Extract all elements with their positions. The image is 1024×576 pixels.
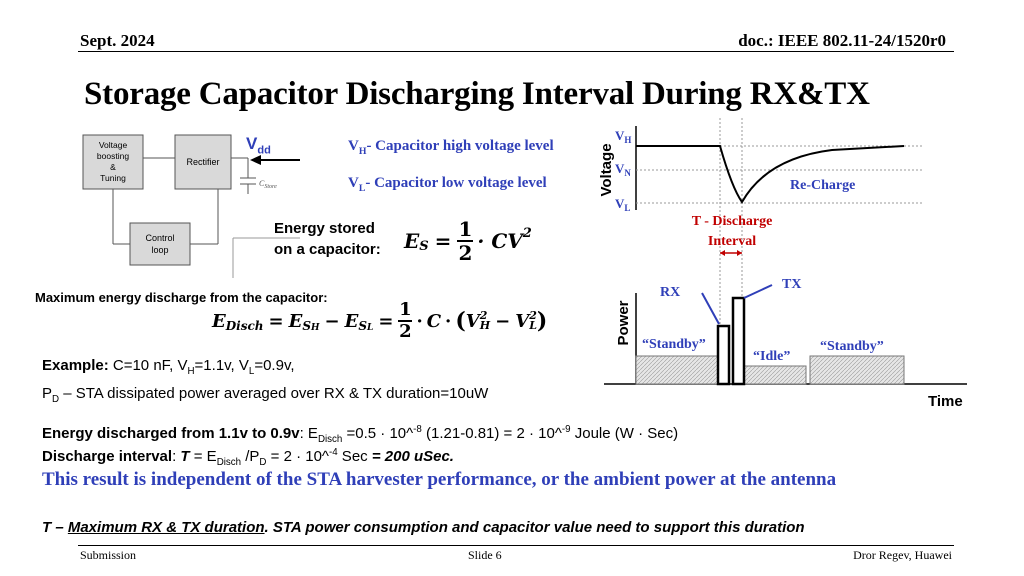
block2-label: Rectifier <box>186 157 219 167</box>
vdd-arrow-head <box>250 155 261 165</box>
footer-author: Dror Regev, Huawei <box>853 548 952 562</box>
circuit-diagram: Voltage boosting & Tuning Rectifier Cont… <box>82 134 300 278</box>
block1-line4: Tuning <box>100 173 126 183</box>
energy-discharged-line: Energy discharged from 1.1v to 0.9v: EDi… <box>42 424 679 445</box>
control-loop-block <box>129 222 191 266</box>
voltage-axis-label: Voltage <box>598 143 615 196</box>
tx-bar <box>731 296 746 386</box>
discharge-interval-line: Discharge interval: T = EDisch /PD = 2 ·… <box>42 447 454 468</box>
voltage-boosting-block <box>82 134 144 190</box>
example-line2: PD – STA dissipated power averaged over … <box>42 385 489 405</box>
idle-region <box>743 365 807 385</box>
footer-slide-number: Slide 6 <box>468 548 502 562</box>
time-axis-label: Time <box>928 393 963 410</box>
header-doc-id: doc.: IEEE 802.11-24/1520r0 <box>738 31 946 50</box>
idle-label: “Idle” <box>753 349 790 364</box>
block1-line3: & <box>110 162 116 172</box>
note-text: T – Maximum RX & TX duration. STA power … <box>42 519 805 536</box>
standby-right-region <box>809 355 905 385</box>
voltage-power-graph: Voltage Power Time VH VN VL Re-Charge T … <box>598 118 967 410</box>
cstore-label: CStore <box>259 179 277 190</box>
slide-title: Storage Capacitor Discharging Interval D… <box>84 76 870 112</box>
block1-line2: boosting <box>97 151 129 161</box>
discharge-interval-label-2: Interval <box>708 234 756 249</box>
block1-line1: Voltage <box>99 140 128 150</box>
max-discharge-label: Maximum energy discharge from the capaci… <box>35 290 328 305</box>
example-line1: Example: C=10 nF, VH=1.1v, VL=0.9v, <box>42 357 295 377</box>
rx-label: RX <box>660 285 680 300</box>
energy-stored-line2: on a capacitor: <box>274 241 381 258</box>
vdd-label: Vdd <box>246 134 271 157</box>
tx-pointer <box>743 284 773 299</box>
rectifier-block <box>174 134 232 190</box>
standby-left-region <box>635 355 719 385</box>
rx-pointer <box>701 292 720 325</box>
rx-bar <box>716 324 731 386</box>
header-rule <box>78 51 954 52</box>
standby-right-label: “Standby” <box>820 339 884 354</box>
block3-line2: loop <box>151 245 168 255</box>
header-date: Sept. 2024 <box>80 31 155 50</box>
vh-axis-label: VH <box>615 128 631 145</box>
footer-submission: Submission <box>80 548 137 562</box>
power-axis-label: Power <box>615 300 632 345</box>
arrow-head-left <box>720 250 725 256</box>
conclusion-text: This result is independent of the STA ha… <box>42 469 837 490</box>
arrow-head-right <box>737 250 742 256</box>
block3-line1: Control <box>145 233 174 243</box>
tx-label: TX <box>782 277 801 292</box>
footer-rule <box>78 545 954 546</box>
vl-axis-label: VL <box>615 196 630 213</box>
energy-stored-line1: Energy stored <box>274 220 375 237</box>
standby-left-label: “Standby” <box>642 337 706 352</box>
example-block: Example: C=10 nF, VH=1.1v, VL=0.9v, PD –… <box>42 355 488 411</box>
vn-axis-label: VN <box>615 161 631 178</box>
discharge-interval-label-1: T - Discharge <box>692 214 773 229</box>
voltage-curve <box>636 145 905 204</box>
vl-legend: VL- Capacitor low voltage level <box>348 175 547 194</box>
recharge-label: Re-Charge <box>790 178 855 193</box>
energy-stored-label: Energy stored on a capacitor: <box>274 218 381 260</box>
vh-legend: VH- Capacitor high voltage level <box>348 138 554 157</box>
